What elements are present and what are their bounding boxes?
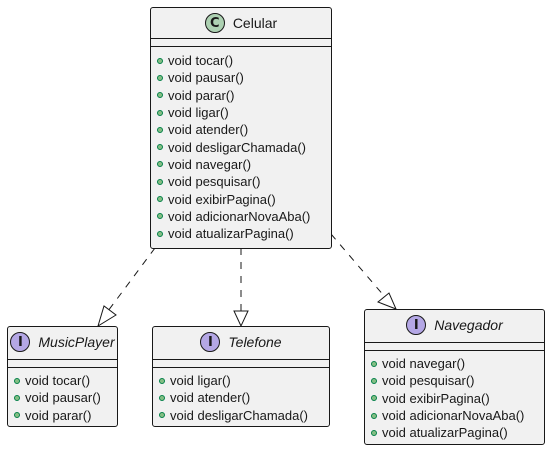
public-method-icon — [157, 144, 163, 151]
public-method-icon — [371, 377, 377, 384]
public-method-icon — [14, 377, 20, 384]
method-item: void atender() — [159, 389, 327, 406]
interface-name: MusicPlayer — [38, 334, 115, 350]
arrowhead-telefone — [233, 310, 249, 328]
method-item: void atualizarPagina() — [157, 225, 329, 242]
divider — [8, 359, 117, 360]
method-item: void desligarChamada() — [159, 407, 327, 424]
method-item: void pesquisar() — [157, 173, 329, 190]
public-method-icon — [157, 57, 163, 64]
method-item: void parar() — [14, 407, 115, 424]
class-celular[interactable]: C Celular void tocar() void pausar() voi… — [150, 7, 332, 249]
interface-badge-icon: I — [200, 332, 221, 352]
interface-badge-icon: I — [10, 332, 31, 352]
method-item: void tocar() — [157, 52, 329, 69]
class-badge-icon: C — [204, 13, 225, 33]
method-item: void atender() — [157, 121, 329, 138]
method-item: void pausar() — [14, 389, 115, 406]
arrowhead-musicplayer — [97, 305, 117, 328]
method-item: void ligar() — [157, 104, 329, 121]
divider — [365, 350, 544, 351]
method-list: void tocar() void pausar() void parar() … — [157, 52, 329, 242]
method-item: void parar() — [157, 87, 329, 104]
method-item: void exibirPagina() — [371, 390, 542, 407]
divider — [151, 46, 331, 47]
interface-name: Navegador — [434, 317, 503, 333]
interface-telefone[interactable]: I Telefone void ligar() void atender() v… — [152, 326, 330, 427]
method-item: void pausar() — [157, 69, 329, 86]
method-item: void exibirPagina() — [157, 190, 329, 207]
public-method-icon — [159, 377, 165, 384]
class-name: Celular — [232, 15, 278, 31]
public-method-icon — [157, 109, 163, 116]
divider — [365, 342, 544, 343]
public-method-icon — [157, 126, 163, 133]
method-item: void atualizarPagina() — [371, 424, 542, 441]
method-item: void navegar() — [157, 156, 329, 173]
method-item: void desligarChamada() — [157, 138, 329, 155]
public-method-icon — [371, 412, 377, 419]
public-method-icon — [14, 412, 20, 419]
method-list: void navegar() void pesquisar() void exi… — [371, 355, 542, 441]
divider — [8, 367, 117, 368]
public-method-icon — [157, 196, 163, 203]
divider — [153, 367, 329, 368]
method-item: void adicionarNovaAba() — [157, 208, 329, 225]
public-method-icon — [157, 161, 163, 168]
divider — [151, 38, 331, 39]
public-method-icon — [371, 395, 377, 402]
method-item: void adicionarNovaAba() — [371, 407, 542, 424]
method-list: void tocar() void pausar() void parar() — [14, 372, 115, 424]
divider — [153, 359, 329, 360]
public-method-icon — [14, 394, 20, 401]
public-method-icon — [157, 230, 163, 237]
public-method-icon — [159, 412, 165, 419]
public-method-icon — [159, 394, 165, 401]
interface-musicplayer[interactable]: I MusicPlayer void tocar() void pausar()… — [7, 326, 118, 427]
edge-celular-navegador — [330, 233, 386, 298]
edge-celular-musicplayer — [107, 247, 156, 312]
public-method-icon — [157, 178, 163, 185]
public-method-icon — [371, 429, 377, 436]
method-item: void ligar() — [159, 372, 327, 389]
interface-navegador[interactable]: I Navegador void navegar() void pesquisa… — [364, 309, 545, 445]
public-method-icon — [157, 213, 163, 220]
method-list: void ligar() void atender() void desliga… — [159, 372, 327, 424]
method-item: void navegar() — [371, 355, 542, 372]
interface-name: Telefone — [228, 334, 282, 350]
method-item: void tocar() — [14, 372, 115, 389]
arrowhead-navegador — [377, 292, 397, 310]
method-item: void pesquisar() — [371, 372, 542, 389]
public-method-icon — [157, 74, 163, 81]
interface-badge-icon: I — [406, 315, 427, 335]
public-method-icon — [371, 360, 377, 367]
public-method-icon — [157, 92, 163, 99]
